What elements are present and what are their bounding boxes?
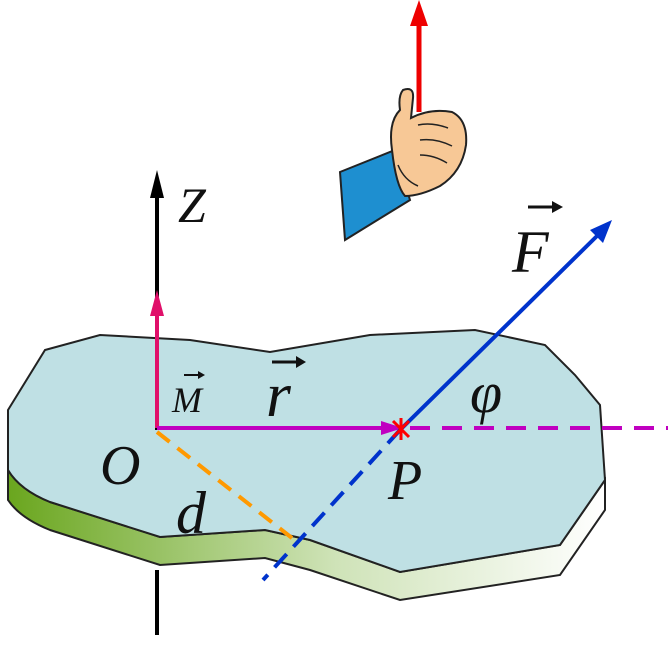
force-vector-arrowhead <box>590 220 612 243</box>
force-extension-dashed <box>261 428 402 582</box>
origin-label: O <box>100 435 140 497</box>
moment-label-overarrow <box>184 371 205 379</box>
angle-label: φ <box>470 360 502 425</box>
moment-label: M <box>171 380 204 420</box>
force-vector <box>398 233 600 432</box>
z-axis-label: Z <box>178 177 207 233</box>
position-vector-arrowhead <box>381 421 403 435</box>
position-label: r <box>266 359 292 430</box>
force-label-overarrow <box>528 201 563 213</box>
moment-vector-arrowhead <box>150 290 164 316</box>
force-label: F <box>511 219 550 285</box>
lever-arm-dashed <box>155 430 294 540</box>
z-axis-arrowhead <box>150 170 164 198</box>
lever-arm-label: d <box>176 480 207 546</box>
point-label: P <box>387 450 422 512</box>
point-marker <box>391 418 411 440</box>
right-hand-thumb-up-icon <box>338 0 468 242</box>
position-label-overarrow <box>272 356 306 368</box>
